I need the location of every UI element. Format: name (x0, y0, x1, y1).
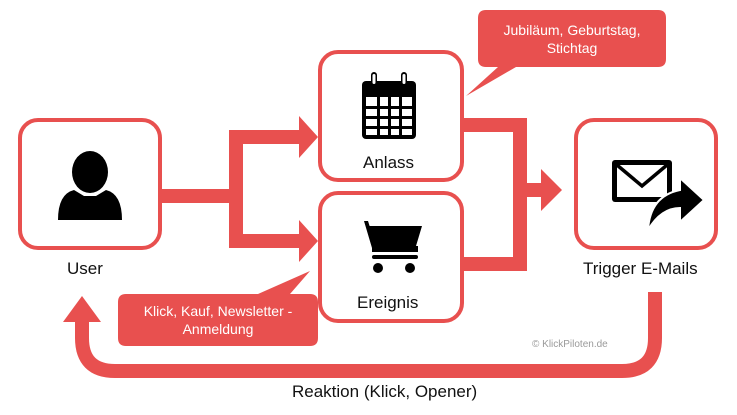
calendar-icon (362, 72, 416, 139)
user-label: User (67, 259, 103, 278)
anlass-callout-text: Jubiläum, Geburtstag, Stichtag (480, 21, 664, 57)
fork-connector (160, 116, 318, 262)
user-silhouette-icon (58, 151, 122, 220)
ereignis-callout-text: Klick, Kauf, Newsletter - Anmeldung (118, 302, 318, 338)
join-connector (464, 118, 562, 271)
anlass-callout (466, 10, 666, 96)
fork-stem (160, 189, 236, 203)
ereignis-callout-line-1: Klick, Kauf, Newsletter - (143, 303, 293, 319)
ereignis-label: Ereignis (357, 293, 419, 312)
arrowhead-to-anlass (299, 116, 318, 158)
feedback-loop-arrow (75, 292, 662, 378)
copyright-notice: © KlickPiloten.de (532, 339, 608, 350)
fork-upper-shaft (229, 130, 301, 144)
fork-vertical (229, 130, 243, 248)
trigger-label: Trigger E-Mails (583, 259, 698, 278)
envelope-forward-icon (612, 160, 706, 231)
arrowhead-to-trigger (541, 169, 562, 211)
arrowhead-to-ereignis (299, 220, 318, 262)
feedback-arrowhead (63, 296, 101, 322)
anlass-label: Anlass (363, 153, 415, 172)
ereignis-callout (118, 271, 318, 346)
join-lower-shaft (464, 257, 527, 271)
fork-lower-shaft (229, 234, 301, 248)
feedback-label: Reaktion (Klick, Opener) (292, 382, 478, 401)
shopping-cart-icon (354, 221, 422, 273)
anlass-callout-line-2: Stichtag (546, 40, 598, 56)
ereignis-callout-line-2: Anmeldung (182, 321, 254, 337)
anlass-callout-line-1: Jubiläum, Geburtstag, (503, 22, 641, 38)
join-stem (513, 183, 543, 197)
join-upper-shaft (464, 118, 527, 132)
